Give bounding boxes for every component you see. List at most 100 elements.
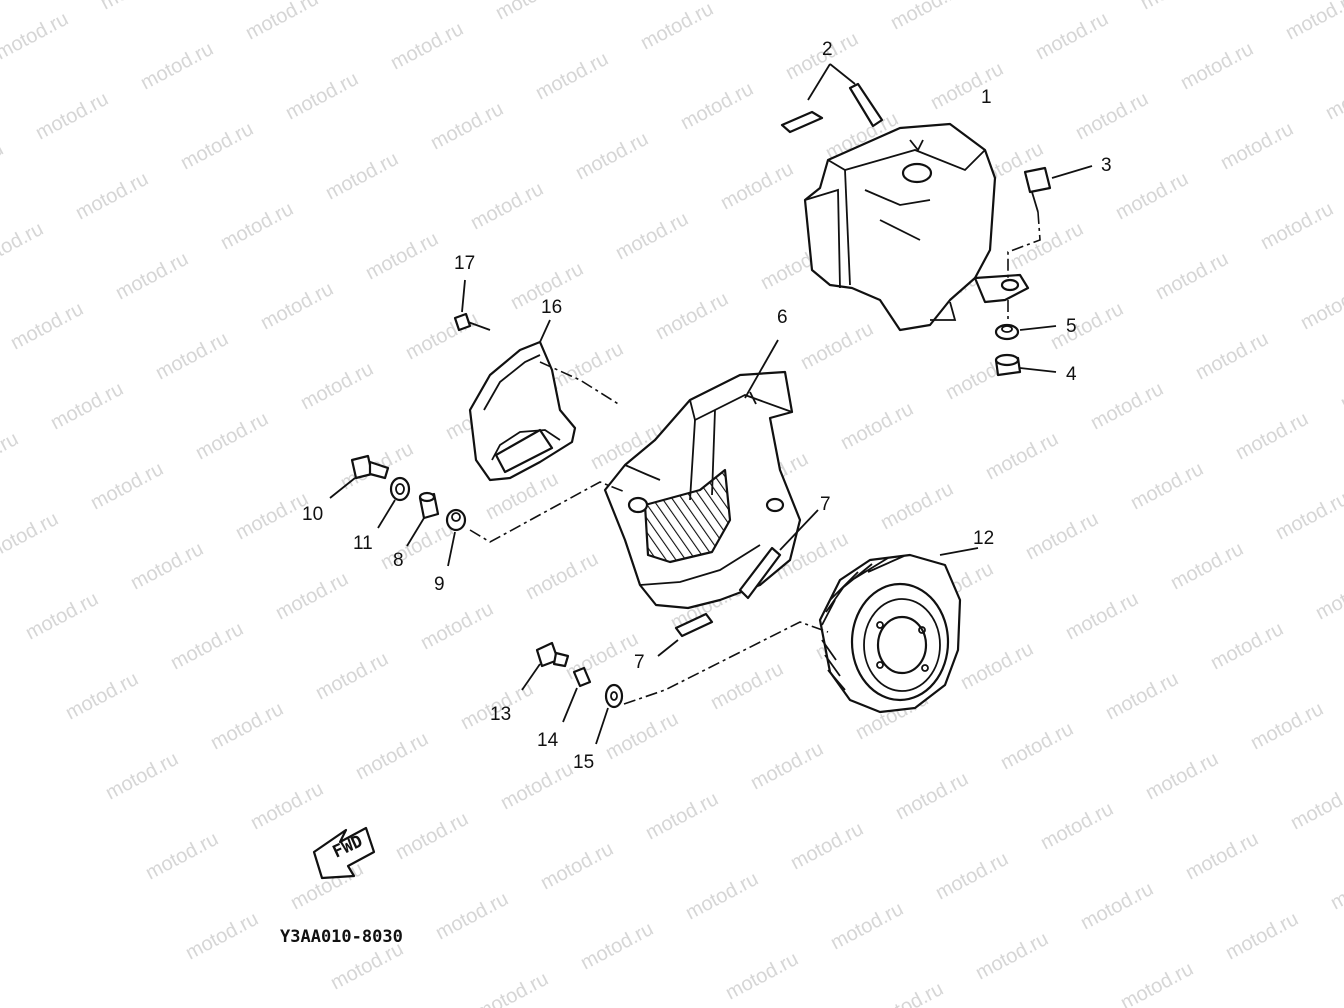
watermark-text: motod.ru: [652, 288, 732, 344]
watermark-text: motod.ru: [642, 788, 722, 844]
callouts: 1 2 3 4 5 6 7 7 8 9 10 11 12 13 14 15 16…: [302, 39, 1112, 773]
watermark-text: motod.ru: [707, 658, 787, 714]
callout-16: 16: [541, 297, 562, 318]
callout-7-upper: 7: [820, 494, 831, 515]
watermark-text: motod.ru: [102, 748, 182, 804]
watermark-text: motod.ru: [1282, 0, 1344, 44]
watermark-text: motod.ru: [232, 488, 312, 544]
watermark-text: motod.ru: [1167, 538, 1247, 594]
watermark-text: motod.ru: [142, 828, 222, 884]
watermark-text: motod.ru: [152, 328, 232, 384]
fwd-arrow-icon: FWD: [312, 826, 376, 880]
bolt-part-3: [1007, 165, 1093, 280]
watermark-text: motod.ru: [47, 378, 127, 434]
watermark-text: motod.ru: [722, 948, 802, 1004]
watermark-text: motod.ru: [432, 888, 512, 944]
watermark-text: motod.ru: [32, 88, 112, 144]
watermark-text: motod.ru: [1062, 588, 1142, 644]
shroud-part-1: [803, 122, 1030, 332]
watermark-text: motod.ru: [982, 428, 1062, 484]
grommet-part-5: [994, 323, 1057, 341]
watermark-text: motod.ru: [1087, 378, 1167, 434]
watermark-text: motod.ru: [112, 248, 192, 304]
grommet-part-9: [445, 481, 626, 567]
screw-part-17: [453, 279, 491, 332]
watermark-text: motod.ru: [1152, 248, 1232, 304]
watermark-text: motod.ru: [1192, 328, 1272, 384]
watermark-text: motod.ru: [182, 908, 262, 964]
callout-3: 3: [1101, 155, 1112, 176]
watermark-text: motod.ru: [547, 338, 627, 394]
watermark-text: motod.ru: [1247, 698, 1327, 754]
callout-13: 13: [490, 704, 511, 725]
watermark-text: motod.ru: [892, 768, 972, 824]
watermark-text: motod.ru: [717, 158, 797, 214]
watermark-text: motod.ru: [1137, 0, 1217, 14]
callout-5: 5: [1066, 316, 1077, 337]
watermark-text: motod.ru: [1297, 278, 1344, 334]
watermark-text: motod.ru: [282, 68, 362, 124]
diagram-code: Y3AA010-8030: [280, 927, 403, 947]
washer-part-15: [595, 621, 829, 745]
watermark-text: motod.ru: [637, 0, 717, 54]
watermark-text: motod.ru: [492, 0, 572, 24]
watermark-text: motod.ru: [532, 48, 612, 104]
nut-part-13: [521, 641, 570, 691]
watermark-text: motod.ru: [0, 218, 47, 274]
watermark-text: motod.ru: [0, 138, 7, 194]
watermark-text: motod.ru: [787, 818, 867, 874]
watermark-text: motod.ru: [137, 38, 217, 94]
watermark-text: motod.ru: [682, 868, 762, 924]
watermark-text: motod.ru: [7, 298, 87, 354]
watermark-text: motod.ru: [1142, 748, 1222, 804]
flywheel-fan-part-12: [818, 547, 979, 714]
key-part-7-upper: [738, 509, 819, 600]
callout-12: 12: [973, 528, 994, 549]
watermark-text: motod.ru: [1037, 798, 1117, 854]
collar-part-4: [994, 300, 1057, 377]
watermark-text: motod.ru: [997, 718, 1077, 774]
watermark-text: motod.ru: [362, 228, 442, 284]
watermark-text: motod.ru: [1222, 908, 1302, 964]
watermark-text: motod.ru: [207, 698, 287, 754]
watermark-text: motod.ru: [242, 0, 322, 44]
callout-11: 11: [353, 533, 373, 554]
watermark-text: motod.ru: [932, 848, 1012, 904]
watermark-text: motod.ru: [1047, 298, 1127, 354]
watermark-text: motod.ru: [572, 128, 652, 184]
watermark-text: motod.ru: [417, 598, 497, 654]
watermark-text: motod.ru: [877, 478, 957, 534]
callout-14: 14: [537, 730, 559, 751]
watermark-text: motod.ru: [62, 668, 142, 724]
watermark-text: motod.ru: [887, 0, 967, 34]
bolt-part-10: [329, 454, 390, 499]
watermark-text: motod.ru: [1312, 568, 1344, 624]
watermark-text: motod.ru: [1272, 488, 1344, 544]
watermark-text: motod.ru: [217, 198, 297, 254]
watermark-text: motod.ru: [927, 58, 1007, 114]
watermark-text: motod.ru: [247, 778, 327, 834]
watermark-text: motod.ru: [1327, 858, 1344, 914]
watermark-text: motod.ru: [1207, 618, 1287, 674]
watermark-text: motod.ru: [1022, 508, 1102, 564]
watermark-text: motod.ru: [602, 708, 682, 764]
washer-part-11: [377, 476, 411, 529]
callout-9: 9: [434, 574, 445, 595]
watermark-text: motod.ru: [1217, 118, 1297, 174]
watermark-text: motod.ru: [577, 918, 657, 974]
watermark-text: motod.ru: [472, 968, 552, 1008]
watermark-text: motod.ru: [127, 538, 207, 594]
watermark-text: motod.ru: [0, 8, 72, 64]
watermark-text: motod.ru: [427, 98, 507, 154]
watermark-text: motod.ru: [272, 568, 352, 624]
watermark-text: motod.ru: [1007, 218, 1087, 274]
watermark-text: motod.ru: [402, 308, 482, 364]
watermark-text: motod.ru: [0, 508, 62, 564]
watermark-text: motod.ru: [1072, 88, 1152, 144]
watermark-text: motod.ru: [497, 758, 577, 814]
callout-15: 15: [573, 752, 594, 773]
callout-17: 17: [454, 253, 475, 274]
watermark-text: motod.ru: [467, 178, 547, 234]
watermark-text: motod.ru: [867, 978, 947, 1008]
